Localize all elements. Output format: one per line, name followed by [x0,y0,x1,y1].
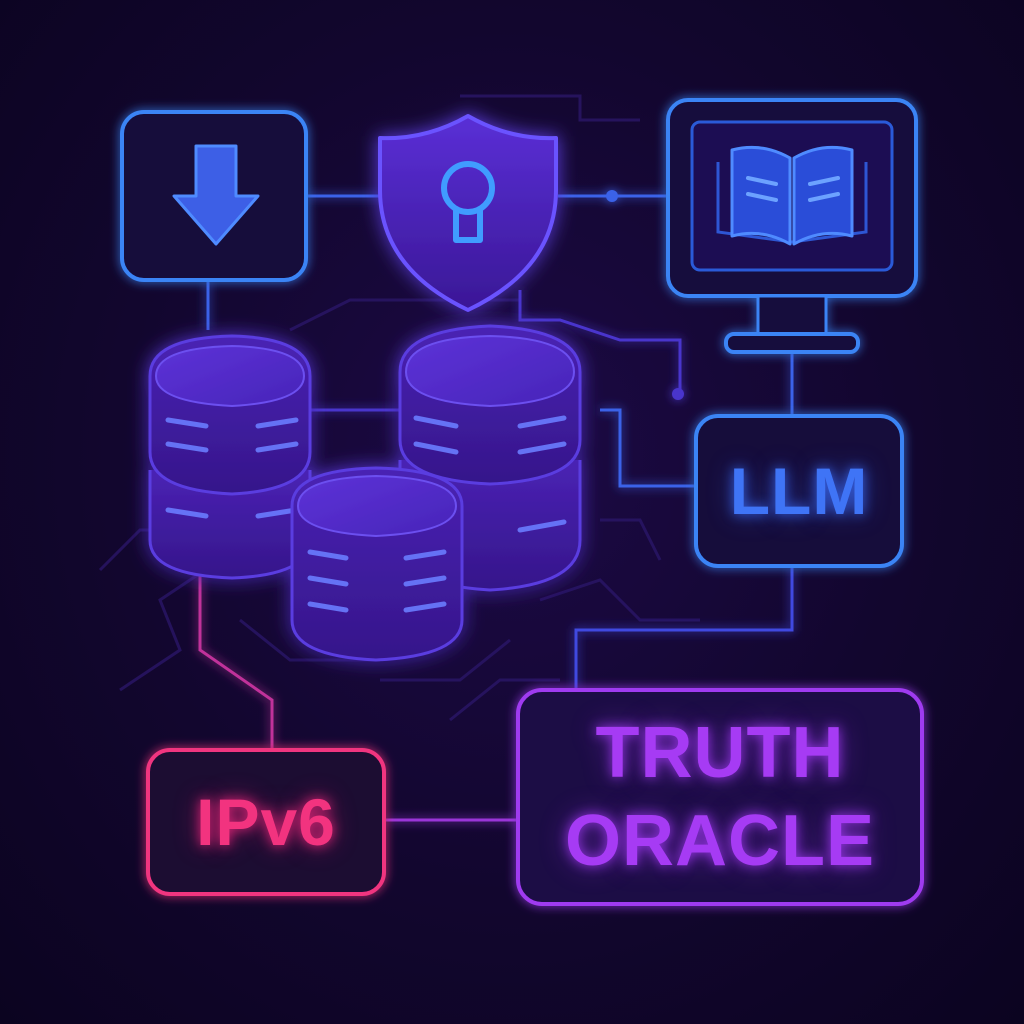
junction-dot [606,190,618,202]
connector-servers-llm [600,408,696,488]
llm-label: LLM [729,454,869,528]
download-node [120,110,308,282]
shield-node [378,114,558,312]
monitor-book-icon [716,145,868,246]
junction-dot-2 [672,388,684,400]
llm-frame [694,414,904,568]
connector-llm-oracle [574,566,794,690]
ipv6-frame [146,748,386,896]
truth-oracle-label: TRUTH ORACLE [518,690,922,904]
keyhole-stem [453,208,483,243]
monitor-neck [756,294,828,336]
monitor-screen [690,120,894,272]
server-stack-icon [148,324,582,662]
download-arrow-icon [172,144,260,246]
monitor-base [724,332,860,354]
server-cube-front [290,466,464,662]
connector-servers-ipv6 [198,560,274,750]
ipv6-label: IPv6 [196,785,336,859]
oracle-frame [516,688,924,906]
truth-oracle-line2: ORACLE [565,801,875,881]
keyhole-ring [441,161,495,215]
server-cube-left [148,334,312,580]
monitor-node [666,98,918,354]
background-traces [98,94,700,722]
connector-shield-trace [518,290,682,390]
truth-oracle-line1: TRUTH [595,713,845,793]
connector-lines [198,190,794,822]
